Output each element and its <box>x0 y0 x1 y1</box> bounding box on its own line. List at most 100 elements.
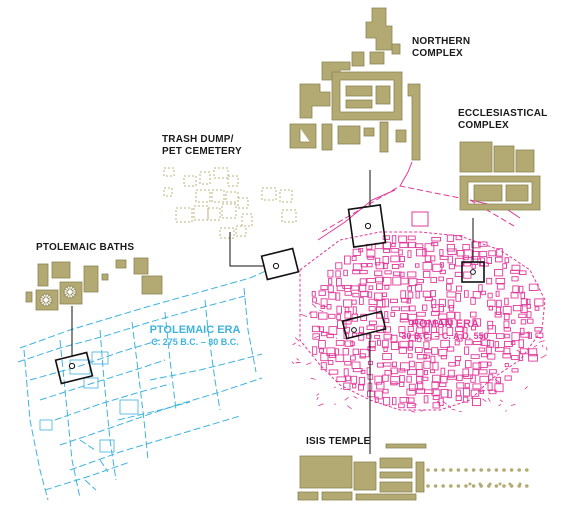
roman-house <box>382 256 389 265</box>
roman-house <box>439 249 444 257</box>
roman-wall-fragment <box>295 361 301 364</box>
roman-house <box>446 234 455 242</box>
roman-house <box>455 389 461 397</box>
roman-house <box>496 299 502 308</box>
roman-wall-fragment <box>524 331 530 334</box>
roman-house <box>390 248 400 253</box>
roman-house <box>471 251 481 260</box>
roman-house <box>327 269 334 278</box>
roman-house <box>359 326 364 334</box>
roman-house <box>534 327 543 332</box>
roman-house <box>415 347 423 353</box>
northern-complex-plan <box>289 7 421 161</box>
trash-plot <box>227 175 239 187</box>
label-ecclesiastical-line2: COMPLEX <box>458 120 509 131</box>
roman-house <box>399 242 409 249</box>
roman-house <box>502 353 512 359</box>
roman-house <box>414 243 424 248</box>
roman-house <box>455 292 461 302</box>
roman-house <box>422 290 431 298</box>
roman-wall-fragment <box>314 302 321 305</box>
trash-plot <box>207 207 221 221</box>
trash-plot <box>195 189 211 203</box>
roman-house <box>422 376 429 381</box>
roman-house <box>495 290 500 297</box>
temple-column <box>433 484 438 488</box>
roman-house <box>374 292 383 302</box>
roman-house <box>446 327 454 336</box>
roman-house <box>439 262 444 268</box>
temple-column <box>478 482 482 486</box>
roman-house <box>367 255 375 260</box>
roman-house <box>366 334 372 339</box>
roman-wall-fragment <box>347 405 352 410</box>
temple-column <box>471 484 476 488</box>
roman-house <box>422 304 428 311</box>
roman-house <box>438 298 446 307</box>
roman-house <box>528 283 539 291</box>
roman-wall-fragment <box>436 400 441 403</box>
roman-house <box>464 346 470 355</box>
trash-plot <box>183 175 197 187</box>
roman-house <box>430 277 437 283</box>
roman-house <box>392 361 397 368</box>
roman-house <box>520 305 528 313</box>
roman-house <box>383 346 388 352</box>
temple-column <box>498 482 502 486</box>
roman-house <box>390 381 398 386</box>
roman-house <box>320 304 326 309</box>
roman-house <box>382 235 391 240</box>
roman-house <box>400 313 409 321</box>
roman-house <box>423 395 429 404</box>
temple-column <box>449 468 453 472</box>
era-ptolemaic-name: PTOLEMAIC ERA <box>149 324 241 336</box>
roman-house <box>382 339 389 349</box>
roman-house <box>455 235 463 241</box>
roman-house <box>424 243 435 252</box>
roman-house <box>382 241 391 249</box>
roman-house <box>359 297 364 305</box>
roman-house <box>358 383 364 391</box>
roman-house <box>487 325 496 334</box>
temple-column <box>502 468 506 472</box>
roman-wall-fragment <box>482 398 487 402</box>
bath-tholos-motifs <box>39 285 77 307</box>
roman-house <box>502 263 507 269</box>
roman-house <box>446 291 457 298</box>
roman-house <box>376 283 383 290</box>
roman-house <box>343 326 350 333</box>
temple-column <box>525 468 529 472</box>
callout-northern <box>347 170 387 248</box>
roman-house <box>439 269 446 275</box>
roman-house <box>407 353 413 359</box>
roman-house <box>392 396 397 406</box>
roman-house <box>351 255 357 261</box>
trash-plot <box>279 189 293 203</box>
roman-house <box>447 389 452 399</box>
roman-house <box>486 346 492 354</box>
roman-wall-fragment <box>319 310 324 312</box>
era-roman-dates: 30 B.C. – C. A.D. 550 <box>401 331 489 341</box>
temple-column <box>433 468 438 472</box>
roman-house <box>438 276 444 282</box>
roman-house <box>366 278 376 284</box>
roman-house <box>344 306 350 314</box>
roman-house <box>464 339 473 346</box>
roman-house <box>320 353 329 362</box>
roman-house <box>374 396 379 403</box>
roman-house <box>399 340 409 349</box>
roman-house <box>391 243 396 248</box>
roman-house <box>390 298 398 304</box>
roman-wall-fragment <box>524 386 528 390</box>
callout-ecclesiastical <box>461 218 485 283</box>
roman-wall-fragment <box>541 344 544 348</box>
trash-plot <box>225 191 239 203</box>
roman-house <box>440 339 450 348</box>
roman-house <box>440 319 449 325</box>
roman-house <box>336 313 341 321</box>
callout-trash <box>229 232 300 281</box>
roman-house <box>398 249 403 256</box>
roman-wall-fragment <box>310 377 316 380</box>
roman-house <box>454 271 463 277</box>
roman-house <box>350 375 358 384</box>
